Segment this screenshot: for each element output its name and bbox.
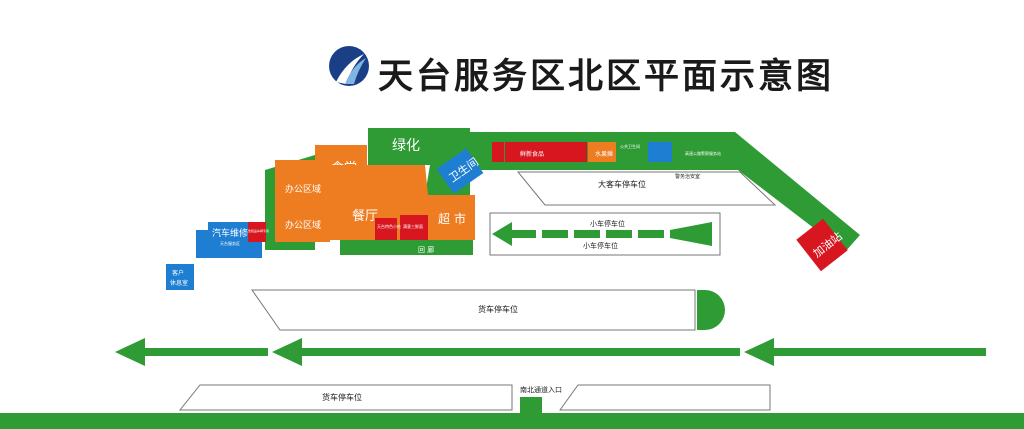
office	[275, 160, 330, 242]
label-shop-e: 公共卫生间	[620, 143, 640, 149]
label-corridor: 回 廊	[418, 245, 434, 254]
label-restaurant: 餐厅	[352, 208, 378, 224]
entrance	[520, 397, 542, 417]
label-repair-sub: 天台服务区	[220, 240, 240, 246]
truck-parking-2	[178, 384, 771, 411]
truck-parking-1	[251, 289, 725, 331]
label-repair-red: 危险品车辆专用	[248, 228, 269, 233]
label-shop-d: 水果摊	[595, 150, 613, 158]
label-office-2: 办公区域	[285, 219, 321, 231]
label-green-area: 绿化	[392, 138, 420, 154]
svg-text:休息室: 休息室	[170, 279, 188, 287]
left-arrow-icon	[115, 338, 986, 366]
label-car-parking-2: 小车停车位	[583, 241, 618, 250]
label-truck-parking-2: 货车停车位	[322, 392, 362, 402]
label-shop-f: 高速公路警察服务站	[685, 150, 721, 156]
car-repair	[196, 222, 262, 258]
label-shop-b: 满意三鲜面	[403, 223, 423, 229]
label-truck-parking-1: 货车停车位	[478, 304, 518, 314]
label-bus-parking: 大客车停车位	[598, 179, 646, 189]
gas-station: 加油站	[796, 218, 848, 272]
highway-logo-icon	[329, 46, 369, 86]
bus-parking	[516, 171, 777, 206]
label-supermarket: 超市	[438, 211, 470, 226]
label-customer-rest: 客户	[172, 269, 184, 277]
customer-rest-room	[166, 264, 194, 290]
label-police: 警务治安室	[675, 173, 700, 180]
label-car-parking-1: 小车停车位	[590, 219, 625, 228]
label-office-1: 办公区域	[285, 183, 321, 195]
bottom-green-strip	[0, 413, 1024, 429]
map-title: 天台服务区北区平面示意图	[378, 57, 834, 97]
label-car-repair: 汽车维修	[212, 227, 248, 239]
label-entrance: 南北通道入口	[520, 385, 562, 394]
label-shop-c: 鲜新食品	[520, 150, 544, 158]
restaurant-supermarket	[330, 165, 475, 240]
label-shop-a: 天台特色小吃	[377, 223, 401, 229]
car-parking	[489, 212, 721, 256]
